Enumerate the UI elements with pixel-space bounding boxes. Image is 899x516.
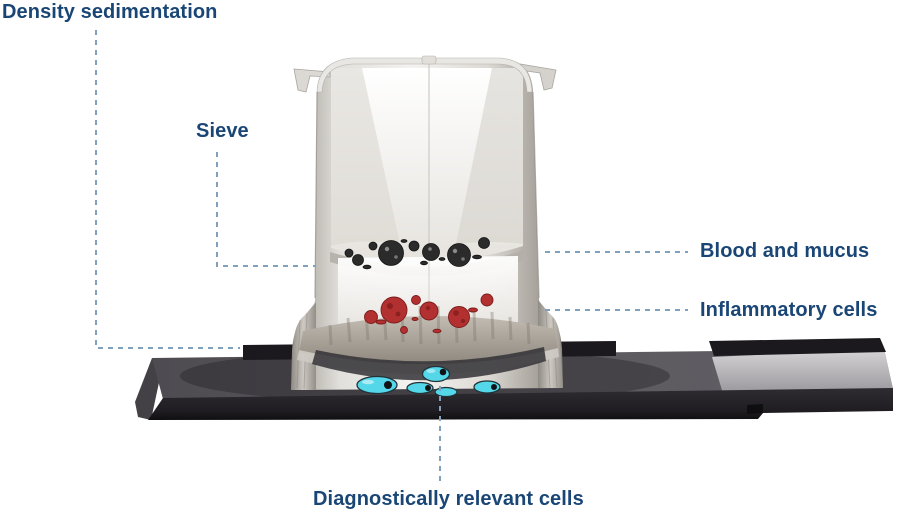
frosted-label-area — [712, 349, 893, 397]
sieve-leader — [216, 152, 316, 267]
under-bowl-glass — [312, 347, 546, 381]
label-inflammatory-cells: Inflammatory cells — [700, 299, 878, 321]
density-sedimentation-leader — [95, 30, 240, 349]
label-diagnostically-relevant-cells: Diagnostically relevant cells — [313, 488, 584, 510]
inner-cone-right-shade — [456, 68, 523, 244]
left-wall-edge — [314, 91, 318, 299]
blood-mucus-particles — [344, 237, 490, 270]
relevant-cell-particles — [356, 365, 501, 398]
slide-front-notch — [747, 404, 763, 414]
label-blood-and-mucus: Blood and mucus — [700, 240, 870, 262]
right-wall-edge — [532, 91, 540, 299]
slide-back-band-right — [709, 338, 886, 356]
label-sieve: Sieve — [196, 120, 249, 142]
sedimentation-chamber — [291, 55, 563, 390]
label-density-sedimentation: Density sedimentation — [2, 1, 218, 23]
callout-lines — [95, 30, 688, 484]
rim-notch — [421, 55, 437, 65]
inner-cone-left-shade — [331, 68, 400, 246]
slide-front-face — [148, 388, 893, 420]
inflammatory-cell-particles — [364, 293, 494, 334]
bowl-striations — [328, 305, 531, 346]
bowl-band — [299, 315, 558, 365]
top-rim — [316, 57, 533, 93]
